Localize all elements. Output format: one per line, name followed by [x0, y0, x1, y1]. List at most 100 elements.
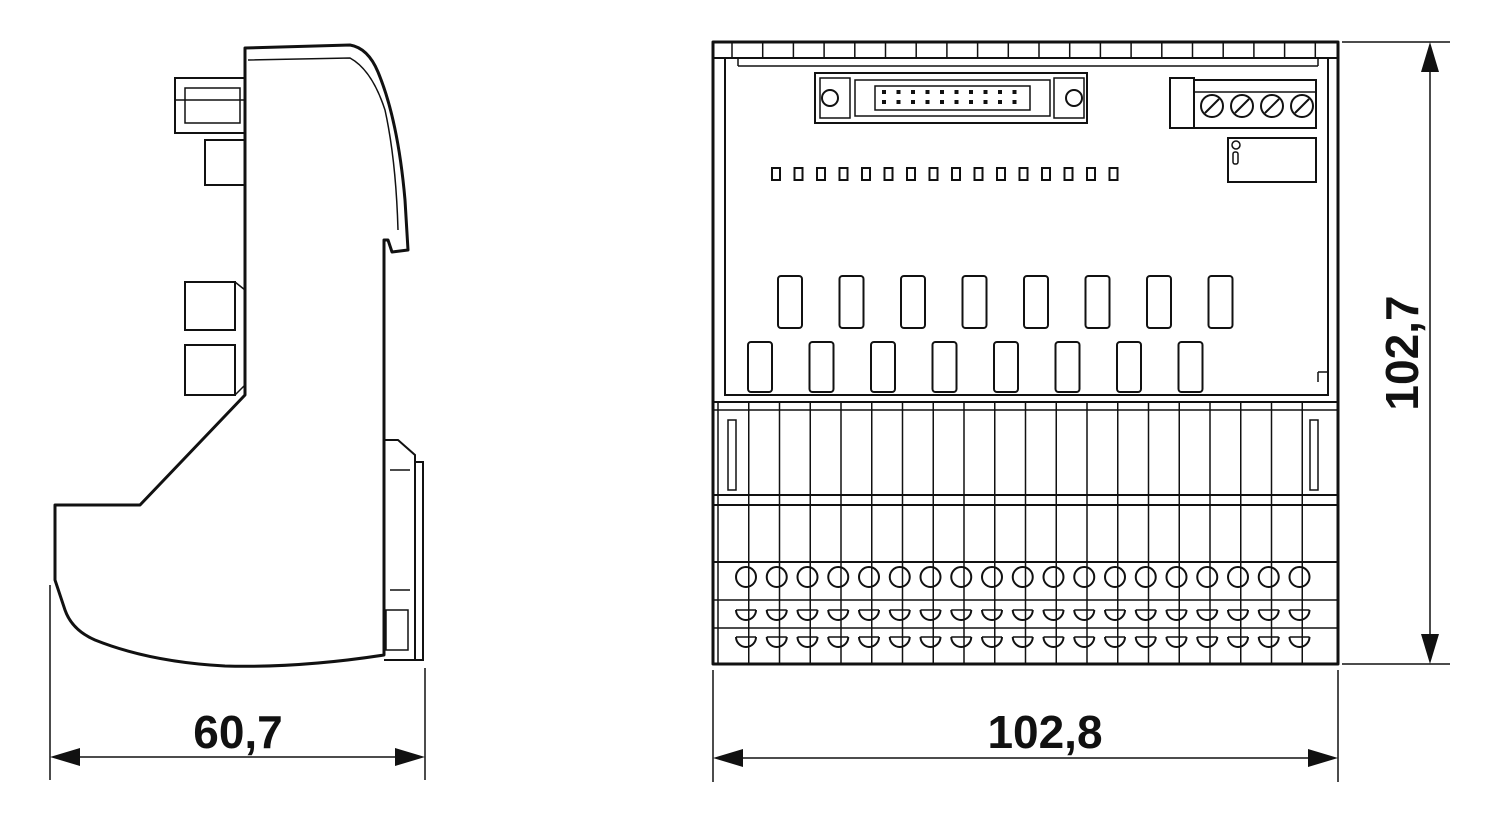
connector-pin [925, 90, 930, 94]
terminal-opening [1011, 609, 1034, 621]
front-height-dimension: 102,7 [1342, 41, 1450, 665]
terminal-screw-icon [827, 566, 850, 588]
front-width-dimension: 102,8 [712, 670, 1339, 782]
terminal-opening [796, 609, 819, 621]
connector-pin [911, 90, 915, 94]
connector-pin [882, 100, 886, 104]
relay-component [1084, 275, 1111, 329]
connector-pin [998, 100, 1002, 104]
led-indicator [1041, 167, 1051, 181]
terminal-opening [950, 609, 973, 621]
connector-pin [983, 90, 988, 94]
terminal-screw-icon [1288, 566, 1311, 588]
led-indicator [1086, 167, 1096, 181]
side-width-label: 60,7 [193, 706, 283, 758]
relay-component [838, 275, 865, 329]
terminal-opening [1165, 636, 1188, 648]
fuse-holder [1227, 137, 1317, 183]
terminal-opening [1104, 636, 1126, 648]
terminal-screw-icon [1073, 566, 1096, 588]
connector-pin [896, 90, 901, 94]
led-row [771, 167, 1119, 181]
terminal-opening [1257, 636, 1280, 648]
relay-component [777, 275, 803, 329]
screw-slot [1264, 98, 1280, 114]
component-row-upper [777, 275, 1234, 329]
relay-component [1146, 275, 1172, 329]
terminal-opening [735, 609, 757, 621]
terminal-screw-icon [919, 566, 942, 588]
led-indicator [838, 167, 849, 181]
terminal-opening [1042, 636, 1065, 648]
terminal-opening [1104, 609, 1126, 621]
connector-pin [896, 100, 901, 104]
terminal-screw-icon [1165, 566, 1188, 588]
relay-component [1023, 275, 1049, 329]
led-indicator [1063, 167, 1074, 181]
front-height-label: 102,7 [1376, 295, 1428, 410]
terminal-opening [1011, 636, 1034, 648]
top-ribs [731, 42, 1317, 58]
terminal-screw-icon [1257, 566, 1280, 588]
led-indicator [906, 167, 916, 181]
terminal-opening [1257, 609, 1280, 621]
terminal-opening [981, 609, 1003, 621]
led-indicator [883, 167, 894, 181]
side-view [53, 43, 424, 668]
screw-icon [1230, 94, 1254, 118]
terminal-screw-icon [950, 566, 973, 588]
screw-slot [1234, 98, 1250, 114]
terminal-opening [858, 636, 880, 648]
terminal-screw-icon [1134, 566, 1157, 588]
front-width-label: 102,8 [987, 706, 1102, 758]
terminal-opening [1196, 609, 1219, 621]
led-indicator [1108, 167, 1119, 181]
relay-component [1054, 341, 1081, 393]
terminal-opening [1134, 636, 1157, 648]
led-indicator [816, 167, 826, 181]
power-terminal-block [1169, 77, 1317, 129]
terminal-screw-icon [1104, 566, 1126, 588]
terminal-opening [1288, 609, 1311, 621]
led-indicator [928, 167, 939, 181]
terminal-opening [1227, 609, 1249, 621]
terminal-opening [1073, 609, 1096, 621]
relay-component [870, 341, 896, 393]
connector-pin [925, 100, 930, 104]
terminal-screw-icon [735, 566, 757, 588]
relay-component [1177, 341, 1204, 393]
ribbon-connector [814, 72, 1088, 124]
terminal-opening [1196, 636, 1219, 648]
terminal-screw-icon [765, 566, 788, 588]
terminal-screw-icon [1042, 566, 1065, 588]
relay-component [1207, 275, 1234, 329]
connector-pin [940, 100, 944, 104]
led-indicator [1018, 167, 1029, 181]
terminal-screw-icon [1011, 566, 1034, 588]
connector-pin [998, 90, 1002, 94]
screw-slot [1294, 98, 1310, 114]
terminal-screw-icon [1227, 566, 1249, 588]
terminal-opening [981, 636, 1003, 648]
terminal-opening [1165, 609, 1188, 621]
relay-component [1116, 341, 1142, 393]
connector-pin [1012, 100, 1017, 104]
terminal-opening [735, 636, 757, 648]
screw-icon [1200, 94, 1224, 118]
terminal-screw-icon [888, 566, 911, 588]
connector-pin [983, 100, 988, 104]
side-width-dimension: 60,7 [49, 585, 426, 780]
terminal-opening [1227, 636, 1249, 648]
connector-pin [882, 90, 886, 94]
terminal-opening [919, 636, 942, 648]
led-indicator [771, 167, 781, 181]
terminal-opening [858, 609, 880, 621]
terminal-opening [765, 609, 788, 621]
terminal-opening [827, 609, 850, 621]
relay-component [961, 275, 988, 329]
screw-slot [1204, 98, 1220, 114]
led-indicator [793, 167, 804, 181]
connector-pin [911, 100, 915, 104]
component-row-lower [747, 341, 1204, 393]
